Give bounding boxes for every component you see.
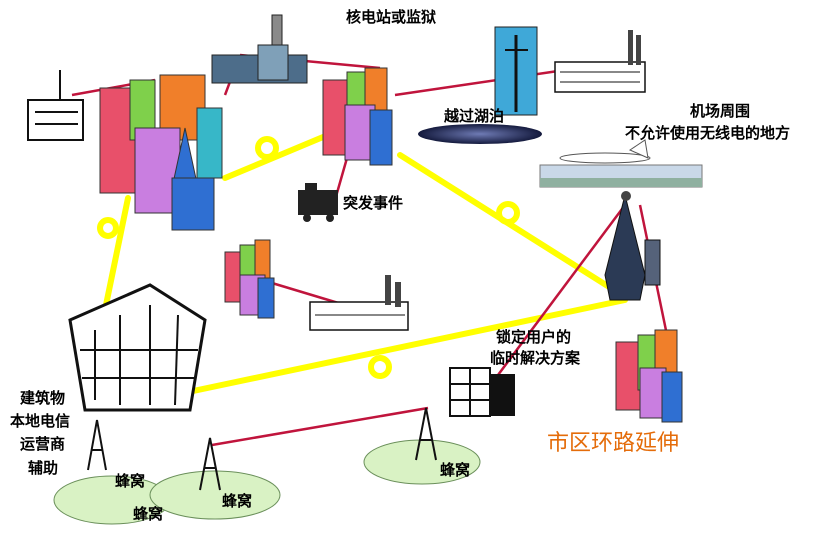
label-building-line4: 辅助 [28, 459, 59, 477]
skyscraper-right [604, 191, 661, 301]
label-airport-line2: 不允许使用无线电的地方 [625, 124, 791, 142]
radio-station-icon [27, 70, 84, 141]
prison-building-icon [554, 30, 646, 93]
cell-coverage-2 [149, 470, 281, 520]
temporary-building-icon [449, 367, 515, 417]
lake [418, 124, 542, 144]
city-buildings-right [615, 329, 683, 423]
factory-mid-icon [309, 275, 409, 331]
cell-tower-icons [87, 407, 437, 491]
label-lake-crossing: 越过湖泊 [444, 107, 505, 125]
emergency-vehicle-icon [298, 183, 338, 222]
label-building-line3: 运营商 [20, 435, 66, 453]
label-cell-2: 蜂窝 [133, 505, 164, 523]
lake-crossing-picture [494, 26, 538, 116]
label-airport-line1: 机场周围 [690, 102, 751, 120]
operator-building-icon [68, 283, 207, 412]
label-locked-user-line1: 锁定用户的 [496, 328, 572, 346]
airport-picture [539, 139, 703, 188]
label-cell-4: 蜂窝 [440, 461, 471, 479]
nuclear-plant-icon [211, 14, 308, 84]
city-buildings-main [99, 74, 223, 231]
label-emergency: 突发事件 [343, 194, 404, 212]
label-cell-1: 蜂窝 [115, 472, 146, 490]
label-cell-3: 蜂窝 [222, 492, 253, 510]
city-buildings-center [322, 67, 393, 166]
label-ring-extension: 市区环路延伸 [547, 431, 680, 456]
metro-ring [97, 129, 628, 401]
label-nuclear-plant: 核电站或监狱 [346, 8, 437, 26]
label-building-line2: 本地电信 [10, 412, 71, 430]
label-locked-user-line2: 临时解决方案 [490, 349, 581, 367]
city-buildings-small [224, 239, 275, 319]
label-building-line1: 建筑物 [20, 389, 66, 407]
